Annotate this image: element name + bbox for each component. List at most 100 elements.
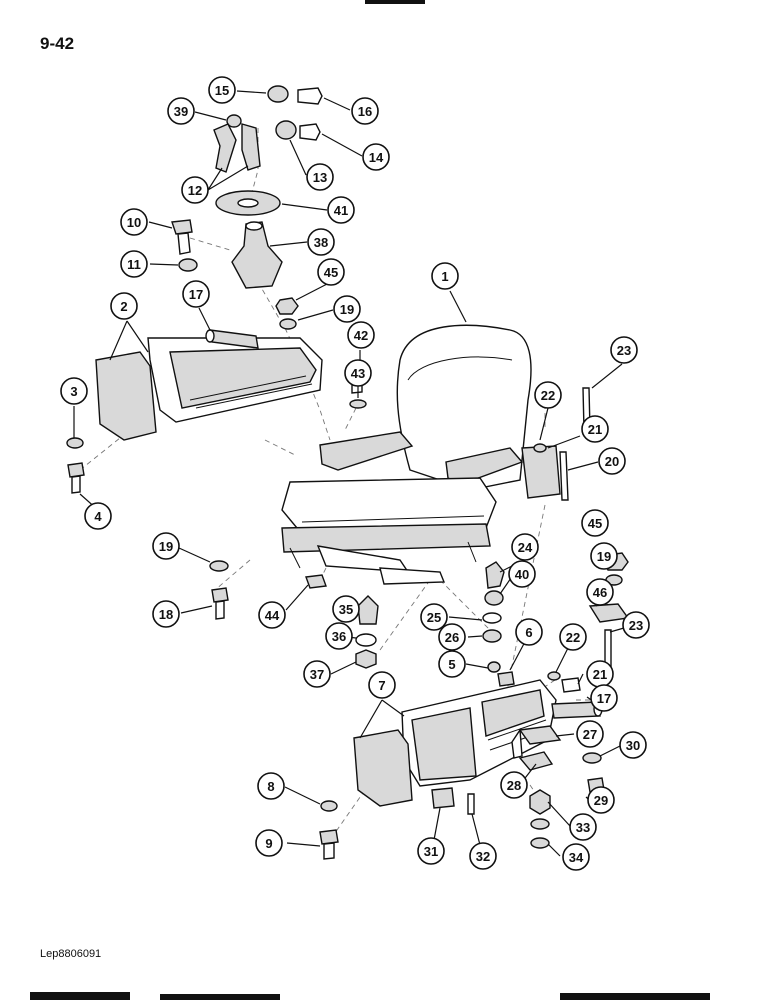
callout-number: 23 bbox=[629, 618, 643, 633]
callout-26: 26 bbox=[438, 623, 466, 651]
callout-circle bbox=[332, 595, 360, 623]
callout-number: 19 bbox=[340, 302, 354, 317]
left-console bbox=[66, 329, 323, 494]
callout-circle bbox=[581, 509, 609, 537]
callout-43: 43 bbox=[344, 359, 372, 387]
callout-number: 17 bbox=[597, 691, 611, 706]
callout-circle bbox=[368, 671, 396, 699]
callout-31: 31 bbox=[417, 837, 445, 865]
leader-lines bbox=[73, 90, 625, 857]
callout-number: 22 bbox=[566, 630, 580, 645]
callout-34: 34 bbox=[562, 843, 590, 871]
callout-40: 40 bbox=[508, 560, 536, 588]
callout-circle bbox=[208, 76, 236, 104]
callout-number: 36 bbox=[332, 629, 346, 644]
callout-number: 44 bbox=[265, 608, 280, 623]
callout-23: 23 bbox=[610, 336, 638, 364]
callout-circle bbox=[438, 623, 466, 651]
callout-number: 42 bbox=[354, 328, 368, 343]
callout-circle bbox=[576, 720, 604, 748]
callout-42: 42 bbox=[347, 321, 375, 349]
callout-12: 12 bbox=[181, 176, 209, 204]
callout-number: 17 bbox=[189, 287, 203, 302]
callout-30: 30 bbox=[619, 731, 647, 759]
callout-circle bbox=[511, 533, 539, 561]
callout-17: 17 bbox=[182, 280, 210, 308]
callout-number: 45 bbox=[588, 516, 602, 531]
callout-circle bbox=[344, 359, 372, 387]
callout-number: 3 bbox=[70, 384, 77, 399]
callout-circle bbox=[559, 623, 587, 651]
callout-number: 25 bbox=[427, 610, 441, 625]
callout-38: 38 bbox=[307, 228, 335, 256]
callout-6: 6 bbox=[515, 618, 543, 646]
callout-number: 45 bbox=[324, 265, 338, 280]
callout-number: 4 bbox=[94, 509, 102, 524]
callout-number: 2 bbox=[120, 299, 127, 314]
callout-number: 29 bbox=[594, 793, 608, 808]
callout-circle bbox=[420, 603, 448, 631]
callout-number: 11 bbox=[127, 257, 141, 272]
callout-number: 21 bbox=[593, 667, 607, 682]
callout-number: 22 bbox=[541, 388, 555, 403]
callout-circle bbox=[181, 176, 209, 204]
callout-22: 22 bbox=[534, 381, 562, 409]
callout-19: 19 bbox=[590, 542, 618, 570]
callout-circle bbox=[257, 772, 285, 800]
callout-number: 5 bbox=[448, 657, 455, 672]
callout-13: 13 bbox=[306, 163, 334, 191]
callout-2: 2 bbox=[110, 292, 138, 320]
callout-1: 1 bbox=[431, 262, 459, 290]
callout-44: 44 bbox=[258, 601, 286, 629]
callout-circle bbox=[182, 280, 210, 308]
callout-layer: 1516391412134110381145191723414243232221… bbox=[60, 76, 650, 871]
callout-number: 46 bbox=[593, 585, 607, 600]
callout-circle bbox=[569, 813, 597, 841]
callout-37: 37 bbox=[303, 660, 331, 688]
callout-circle bbox=[500, 771, 528, 799]
callout-circle bbox=[362, 143, 390, 171]
callout-circle bbox=[590, 684, 618, 712]
callout-21: 21 bbox=[586, 660, 614, 688]
callout-number: 21 bbox=[588, 422, 602, 437]
page-number: 9-42 bbox=[40, 34, 75, 53]
callout-number: 28 bbox=[507, 778, 521, 793]
callout-28: 28 bbox=[500, 771, 528, 799]
callout-number: 38 bbox=[314, 235, 328, 250]
callout-circle bbox=[590, 542, 618, 570]
callout-number: 34 bbox=[569, 850, 584, 865]
callout-21: 21 bbox=[581, 415, 609, 443]
callout-41: 41 bbox=[327, 196, 355, 224]
callout-number: 27 bbox=[583, 727, 597, 742]
callout-circle bbox=[515, 618, 543, 646]
callout-number: 10 bbox=[127, 215, 141, 230]
callout-number: 31 bbox=[424, 844, 438, 859]
control-lever-group bbox=[171, 85, 323, 330]
callout-number: 39 bbox=[174, 104, 188, 119]
callout-circle bbox=[327, 196, 355, 224]
callout-circle bbox=[84, 502, 112, 530]
callout-circle bbox=[347, 321, 375, 349]
callout-circle bbox=[167, 97, 195, 125]
callout-number: 15 bbox=[215, 83, 229, 98]
callout-circle bbox=[255, 829, 283, 857]
callout-number: 13 bbox=[313, 170, 327, 185]
callout-45: 45 bbox=[317, 258, 345, 286]
callout-circle bbox=[120, 250, 148, 278]
callout-36: 36 bbox=[325, 622, 353, 650]
right-console bbox=[319, 679, 605, 860]
callout-circle bbox=[587, 786, 615, 814]
callout-45: 45 bbox=[581, 509, 609, 537]
callout-5: 5 bbox=[438, 650, 466, 678]
callout-circle bbox=[152, 532, 180, 560]
callout-number: 19 bbox=[159, 539, 173, 554]
callout-number: 40 bbox=[515, 567, 529, 582]
callout-number: 12 bbox=[188, 183, 202, 198]
callout-circle bbox=[619, 731, 647, 759]
callout-16: 16 bbox=[351, 97, 379, 125]
callout-number: 19 bbox=[597, 549, 611, 564]
callout-circle bbox=[60, 377, 88, 405]
callout-number: 43 bbox=[351, 366, 365, 381]
callout-number: 14 bbox=[369, 150, 384, 165]
callout-33: 33 bbox=[569, 813, 597, 841]
